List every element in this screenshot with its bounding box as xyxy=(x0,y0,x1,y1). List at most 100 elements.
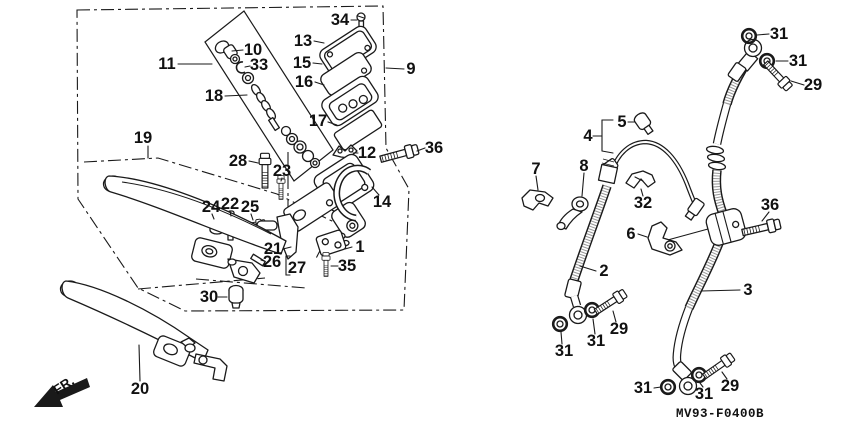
callout-label-17: 17 xyxy=(309,112,327,130)
callout-label-2: 2 xyxy=(599,262,608,280)
callout-leader-7 xyxy=(535,175,539,191)
sealing-washer-31 xyxy=(551,315,569,333)
fr-direction-arrow: FR. xyxy=(34,373,90,407)
callout-label-11: 11 xyxy=(158,55,175,73)
callout-leader-31 xyxy=(699,382,704,388)
callout-leader-17 xyxy=(327,121,338,126)
callout-leader-14 xyxy=(371,186,380,196)
diagram-code: MV93-F0400B xyxy=(676,407,764,421)
sealing-washer-31 xyxy=(659,378,677,396)
callout-label-9: 9 xyxy=(406,60,415,78)
callout-leader-31 xyxy=(592,318,596,335)
callout-leader-1 xyxy=(344,246,353,250)
callout-label-24: 24 xyxy=(202,198,221,216)
callout-label-18: 18 xyxy=(205,87,223,105)
callout-leader-29 xyxy=(721,371,728,380)
spare-lever-20 xyxy=(59,280,228,382)
callout-leader-36 xyxy=(761,211,770,222)
callout-label-26: 26 xyxy=(263,253,281,271)
callout-leader-27 xyxy=(285,255,291,276)
reservoir-diaphragm-16 xyxy=(321,75,379,127)
flange-bolt-36-left xyxy=(378,142,421,167)
master-cylinder-body xyxy=(283,153,375,247)
piston-kit-box xyxy=(204,10,334,182)
pivot-nut-30 xyxy=(228,284,244,309)
oil-joint-5 xyxy=(633,112,654,136)
pipe-clamp-32 xyxy=(625,170,656,189)
callout-label-19: 19 xyxy=(134,129,152,147)
pivot-bolt-28 xyxy=(258,152,272,189)
spring-pin-26 xyxy=(250,253,266,267)
callout-label-20: 20 xyxy=(131,380,149,398)
callout-label-27: 27 xyxy=(288,259,306,277)
callout-leader-24 xyxy=(211,213,215,220)
callout-label-22: 22 xyxy=(221,195,239,213)
callout-label-3: 3 xyxy=(743,281,752,299)
callout-label-30: 30 xyxy=(200,288,218,306)
callout-label-1: 1 xyxy=(355,238,364,256)
clamp-12 xyxy=(332,144,358,159)
stay-bolt-36-right xyxy=(740,216,783,240)
callout-label-31: 31 xyxy=(555,342,573,360)
reservoir-gasket-17 xyxy=(333,109,383,151)
piston-kit-parts xyxy=(214,40,321,169)
callout-label-21: 21 xyxy=(264,240,282,258)
callout-label-6: 6 xyxy=(626,225,635,243)
hose-joint-8 xyxy=(556,196,589,231)
callout-leader-33 xyxy=(244,65,251,68)
callout-label-25: 25 xyxy=(241,198,259,216)
callout-label-35: 35 xyxy=(338,257,356,275)
half-clamp-14 xyxy=(333,164,372,222)
callout-label-14: 14 xyxy=(373,193,392,211)
callout-label-31: 31 xyxy=(587,332,605,350)
callout-leader-16 xyxy=(314,81,325,86)
callout-leader-2 xyxy=(579,265,597,272)
callout-leader-18 xyxy=(224,94,248,97)
callout-label-13: 13 xyxy=(294,32,312,50)
switch-screw-35 xyxy=(321,252,331,277)
callout-label-23: 23 xyxy=(273,162,291,180)
callout-leader-9 xyxy=(385,67,405,70)
callout-label-5: 5 xyxy=(617,113,626,131)
callout-label-29: 29 xyxy=(610,320,628,338)
callout-label-31: 31 xyxy=(770,25,788,43)
callout-leader-6 xyxy=(637,233,648,238)
callout-leader-31 xyxy=(653,386,662,389)
callout-label-15: 15 xyxy=(293,54,311,72)
callout-label-33: 33 xyxy=(250,56,268,74)
hose-clamp-7 xyxy=(521,189,554,211)
callout-label-7: 7 xyxy=(531,160,540,178)
callout-label-36: 36 xyxy=(761,196,779,214)
callout-leader-31 xyxy=(756,33,770,36)
callout-leader-31 xyxy=(560,331,563,345)
reservoir-cap-13 xyxy=(319,25,377,77)
callout-label-16: 16 xyxy=(295,73,313,91)
callout-leader-26 xyxy=(260,259,265,262)
oil-bolt-29 xyxy=(592,287,629,318)
callout-label-31: 31 xyxy=(789,52,807,70)
callout-label-36: 36 xyxy=(425,139,443,157)
callout-label-28: 28 xyxy=(229,152,247,170)
callout-leader-36 xyxy=(416,147,426,152)
callout-leader-10 xyxy=(231,49,244,52)
fr-arrow-shape xyxy=(34,378,90,407)
callout-leader-23 xyxy=(280,177,283,182)
callout-leader-29 xyxy=(790,80,805,86)
callout-leader-22 xyxy=(229,210,232,217)
callout-label-10: 10 xyxy=(244,41,262,59)
callout-label-31: 31 xyxy=(695,385,713,403)
callout-label-29: 29 xyxy=(804,76,822,94)
callout-leader-29 xyxy=(612,310,617,323)
brake-lever-19 xyxy=(102,175,287,284)
callout-label-8: 8 xyxy=(579,157,588,175)
callout-label-31: 31 xyxy=(634,379,652,397)
callout-leader-32 xyxy=(640,188,644,197)
callout-label-12: 12 xyxy=(358,144,376,162)
callout-label-29: 29 xyxy=(721,377,739,395)
callout-leader-20 xyxy=(138,344,141,382)
callout-label-34: 34 xyxy=(331,11,350,29)
callout-leader-15 xyxy=(312,62,323,65)
